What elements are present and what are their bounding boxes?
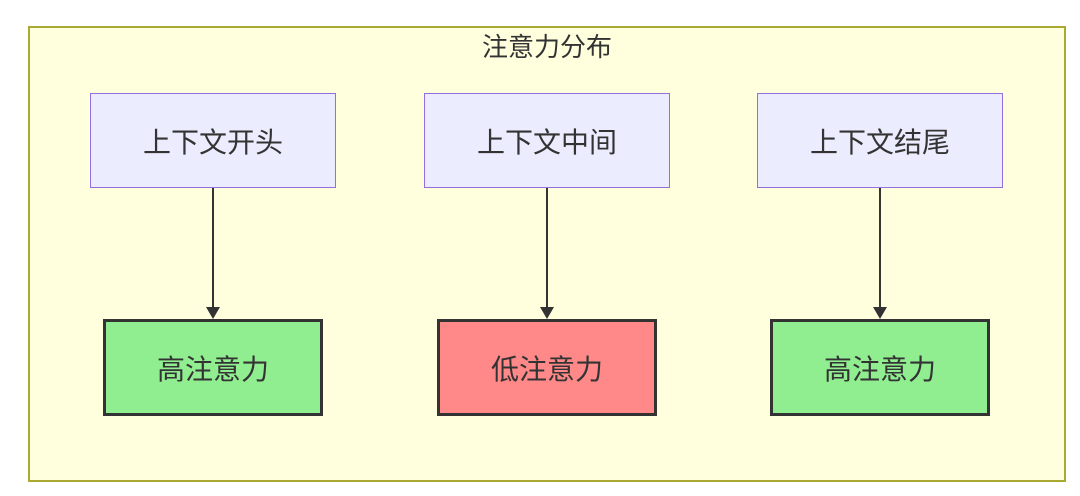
node-high-attention-1-label: 高注意力 <box>156 353 269 385</box>
node-context-start: 上下文开头 <box>90 93 336 188</box>
node-context-middle-label: 上下文中间 <box>476 126 617 158</box>
node-context-start-label: 上下文开头 <box>142 126 283 158</box>
node-high-attention-1: 高注意力 <box>103 319 323 416</box>
arrow-line <box>879 188 881 307</box>
arrow-line <box>546 188 548 307</box>
node-context-end: 上下文结尾 <box>757 93 1003 188</box>
arrow-down-icon <box>873 188 887 319</box>
diagram-title: 注意力分布 <box>481 32 612 62</box>
arrow-down-icon <box>540 188 554 319</box>
node-high-attention-2: 高注意力 <box>770 319 990 416</box>
arrow-head-icon <box>873 307 887 319</box>
node-context-end-label: 上下文结尾 <box>809 126 950 158</box>
arrow-head-icon <box>206 307 220 319</box>
node-low-attention-label: 低注意力 <box>490 353 603 385</box>
arrow-down-icon <box>206 188 220 319</box>
node-high-attention-2-label: 高注意力 <box>823 353 936 385</box>
node-low-attention: 低注意力 <box>437 319 657 416</box>
arrow-head-icon <box>540 307 554 319</box>
node-context-middle: 上下文中间 <box>424 93 670 188</box>
arrow-line <box>212 188 214 307</box>
